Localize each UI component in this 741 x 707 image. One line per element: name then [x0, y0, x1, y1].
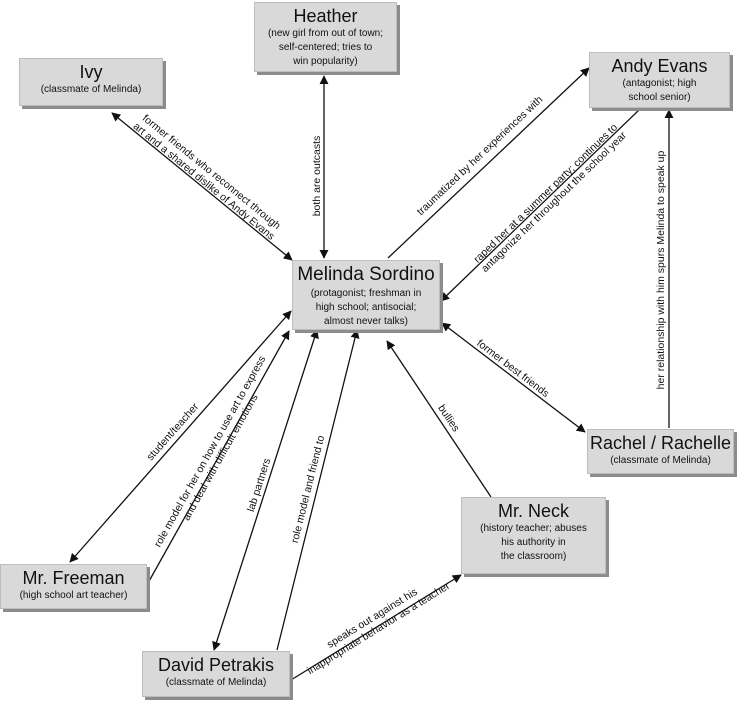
- edge-label-david-neck-2: inappropriate behavior as a teacher: [305, 580, 452, 677]
- node-heather-name: Heather: [293, 6, 358, 26]
- edge-label-freeman-role-1: role model for her on how to use art to …: [152, 354, 268, 549]
- node-neck: Mr. Neck (history teacher; abuses his au…: [461, 497, 606, 574]
- edge-label-melinda-andy-trauma: traumatized by her experiences with: [415, 94, 545, 218]
- node-andy: Andy Evans (antagonist; high school seni…: [589, 52, 730, 108]
- node-melinda: Melinda Sordino (protagonist; freshman i…: [292, 260, 440, 330]
- edge-melinda-rachel: [441, 322, 586, 433]
- node-ivy: Ivy (classmate of Melinda): [19, 58, 163, 106]
- node-melinda-desc-1: (protagonist; freshman in: [310, 288, 422, 299]
- edge-label-freeman-student: student/teacher: [144, 401, 201, 464]
- node-heather-desc-3: win popularity): [293, 56, 358, 67]
- node-andy-desc-1: (antagonist; high: [622, 78, 697, 89]
- edge-label-heather-melinda: both are outcasts: [311, 136, 323, 217]
- edge-label-ivy-melinda-1: former friends who reconnect through: [140, 112, 283, 232]
- node-ivy-name: Ivy: [79, 62, 103, 82]
- edge-label-melinda-rachel: former best friends: [474, 337, 551, 400]
- node-heather-desc-1: (new girl from out of town;: [267, 28, 384, 39]
- node-heather-desc-2: self-centered; tries to: [278, 42, 373, 53]
- edge-label-rachel-andy: her relationship with him spurs Melinda …: [655, 150, 667, 389]
- edge-label-david-lab: lab partners: [245, 457, 273, 513]
- edge-andy-melinda: [440, 108, 641, 302]
- node-david-desc-1: (classmate of Melinda): [165, 677, 267, 688]
- node-melinda-name: Melinda Sordino: [297, 264, 435, 285]
- node-neck-desc-1: (history teacher; abuses: [480, 523, 587, 534]
- edge-david-neck: [290, 574, 462, 681]
- node-melinda-desc-2: high school; antisocial;: [315, 302, 417, 313]
- node-andy-name: Andy Evans: [611, 56, 708, 76]
- node-rachel-name: Rachel / Rachelle: [589, 433, 732, 453]
- edge-david-lab: [212, 329, 319, 651]
- node-rachel: Rachel / Rachelle (classmate of Melinda): [587, 429, 734, 474]
- node-neck-desc-2: his authority in: [501, 537, 566, 548]
- node-david-name: David Petrakis: [157, 655, 275, 675]
- node-freeman-name: Mr. Freeman: [22, 568, 125, 588]
- edge-ivy-melinda: [111, 112, 293, 261]
- node-melinda-desc-3: almost never talks): [324, 316, 408, 327]
- node-neck-desc-3: the classroom): [500, 551, 567, 562]
- edge-neck-melinda: [386, 340, 492, 498]
- edge-melinda-andy-trauma: [387, 67, 590, 259]
- edge-david-role: [276, 329, 360, 651]
- node-freeman-desc-1: (high school art teacher): [19, 590, 128, 601]
- node-andy-desc-2: school senior): [628, 92, 691, 103]
- node-rachel-desc-1: (classmate of Melinda): [610, 455, 711, 466]
- node-ivy-desc-1: (classmate of Melinda): [40, 84, 142, 95]
- edge-label-ivy-melinda-2: art and a shared dislike of Andy Evans: [131, 120, 277, 242]
- node-david: David Petrakis (classmate of Melinda): [142, 651, 290, 697]
- node-neck-name: Mr. Neck: [497, 501, 569, 521]
- node-freeman: Mr. Freeman (high school art teacher): [0, 564, 147, 609]
- node-heather: Heather (new girl from out of town; self…: [254, 2, 397, 72]
